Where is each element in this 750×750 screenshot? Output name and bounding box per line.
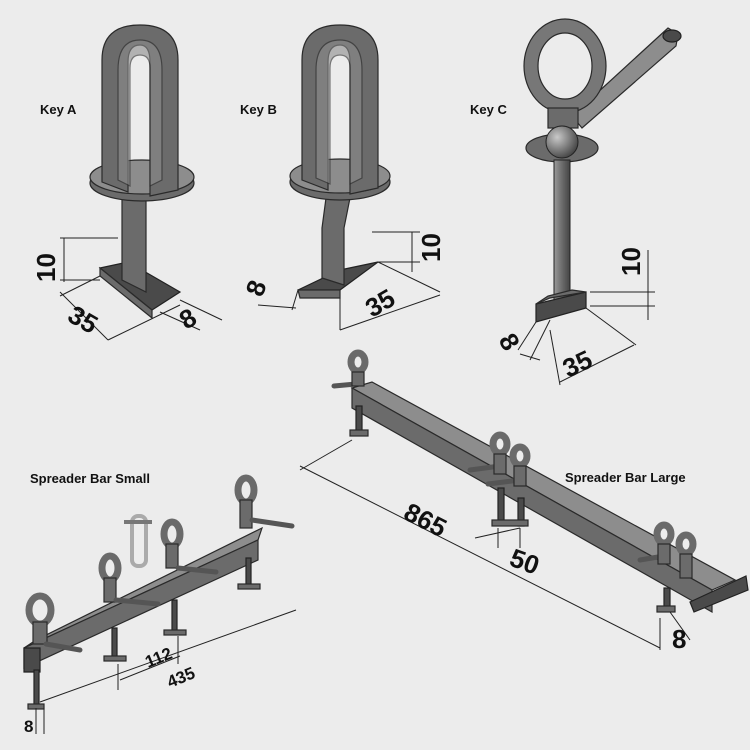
- key-a-height-dimension: 10: [31, 253, 61, 282]
- key-b-dimension-lines: [257, 231, 441, 331]
- spreader-bar-large-spacing-dimension: 50: [506, 542, 543, 580]
- spreader-bar-large-length-dimension: 865: [399, 497, 451, 543]
- spreader-bar-large-dimension-lines: [299, 439, 691, 650]
- eye-bolt-3: [160, 518, 219, 575]
- spreader-bar-small-width-dimension: 8: [24, 717, 33, 736]
- spreader-bar-large-drawing: Spreader Bar Large: [299, 349, 749, 654]
- spreader-bar-small-spacing-dimension: 112: [142, 644, 175, 672]
- key-a-length-dimension: 35: [63, 299, 103, 339]
- spreader-bar-small-length-dimension: 435: [164, 663, 197, 691]
- key-b-height-dimension: 10: [416, 233, 446, 262]
- spreader-bar-small-drawing: Spreader Bar Small: [23, 471, 297, 736]
- key-c-label: Key C: [470, 102, 507, 117]
- spreader-bar-large-part: [331, 349, 749, 614]
- key-a-part: [89, 24, 195, 320]
- key-a-dimension-lines: [59, 237, 223, 341]
- eye-bolt-middle: [467, 431, 531, 487]
- eye-bolt-4: [234, 474, 295, 529]
- key-c-dimension-lines: [517, 250, 655, 386]
- key-c-drawing: Key C: [470, 18, 682, 386]
- spreader-bar-small-label: Spreader Bar Small: [30, 471, 150, 486]
- spreader-bar-large-width-dimension: 8: [672, 624, 686, 654]
- key-a-drawing: Key A 10 35 8: [31, 24, 223, 341]
- key-a-label: Key A: [40, 102, 77, 117]
- key-c-width-dimension: 8: [493, 328, 526, 356]
- key-b-drawing: Key B 8 10 35: [239, 24, 446, 331]
- spreader-bar-small-dimension-lines: [35, 609, 297, 734]
- eye-bolt-2: [98, 552, 161, 607]
- key-a-width-dimension: 8: [174, 302, 202, 335]
- eye-bolt-left: [331, 349, 369, 389]
- key-c-part: [523, 18, 682, 323]
- key-b-label: Key B: [240, 102, 277, 117]
- key-b-width-dimension: 8: [239, 276, 272, 300]
- eye-bolt-1: [25, 592, 83, 653]
- key-b-length-dimension: 35: [360, 283, 400, 323]
- spreader-bar-small-part: [23, 474, 295, 710]
- eye-bolt-right: [637, 521, 697, 579]
- spreader-bar-large-label: Spreader Bar Large: [565, 470, 686, 485]
- key-c-height-dimension: 10: [616, 247, 646, 276]
- key-c-length-dimension: 35: [558, 344, 597, 383]
- key-b-part: [289, 24, 391, 299]
